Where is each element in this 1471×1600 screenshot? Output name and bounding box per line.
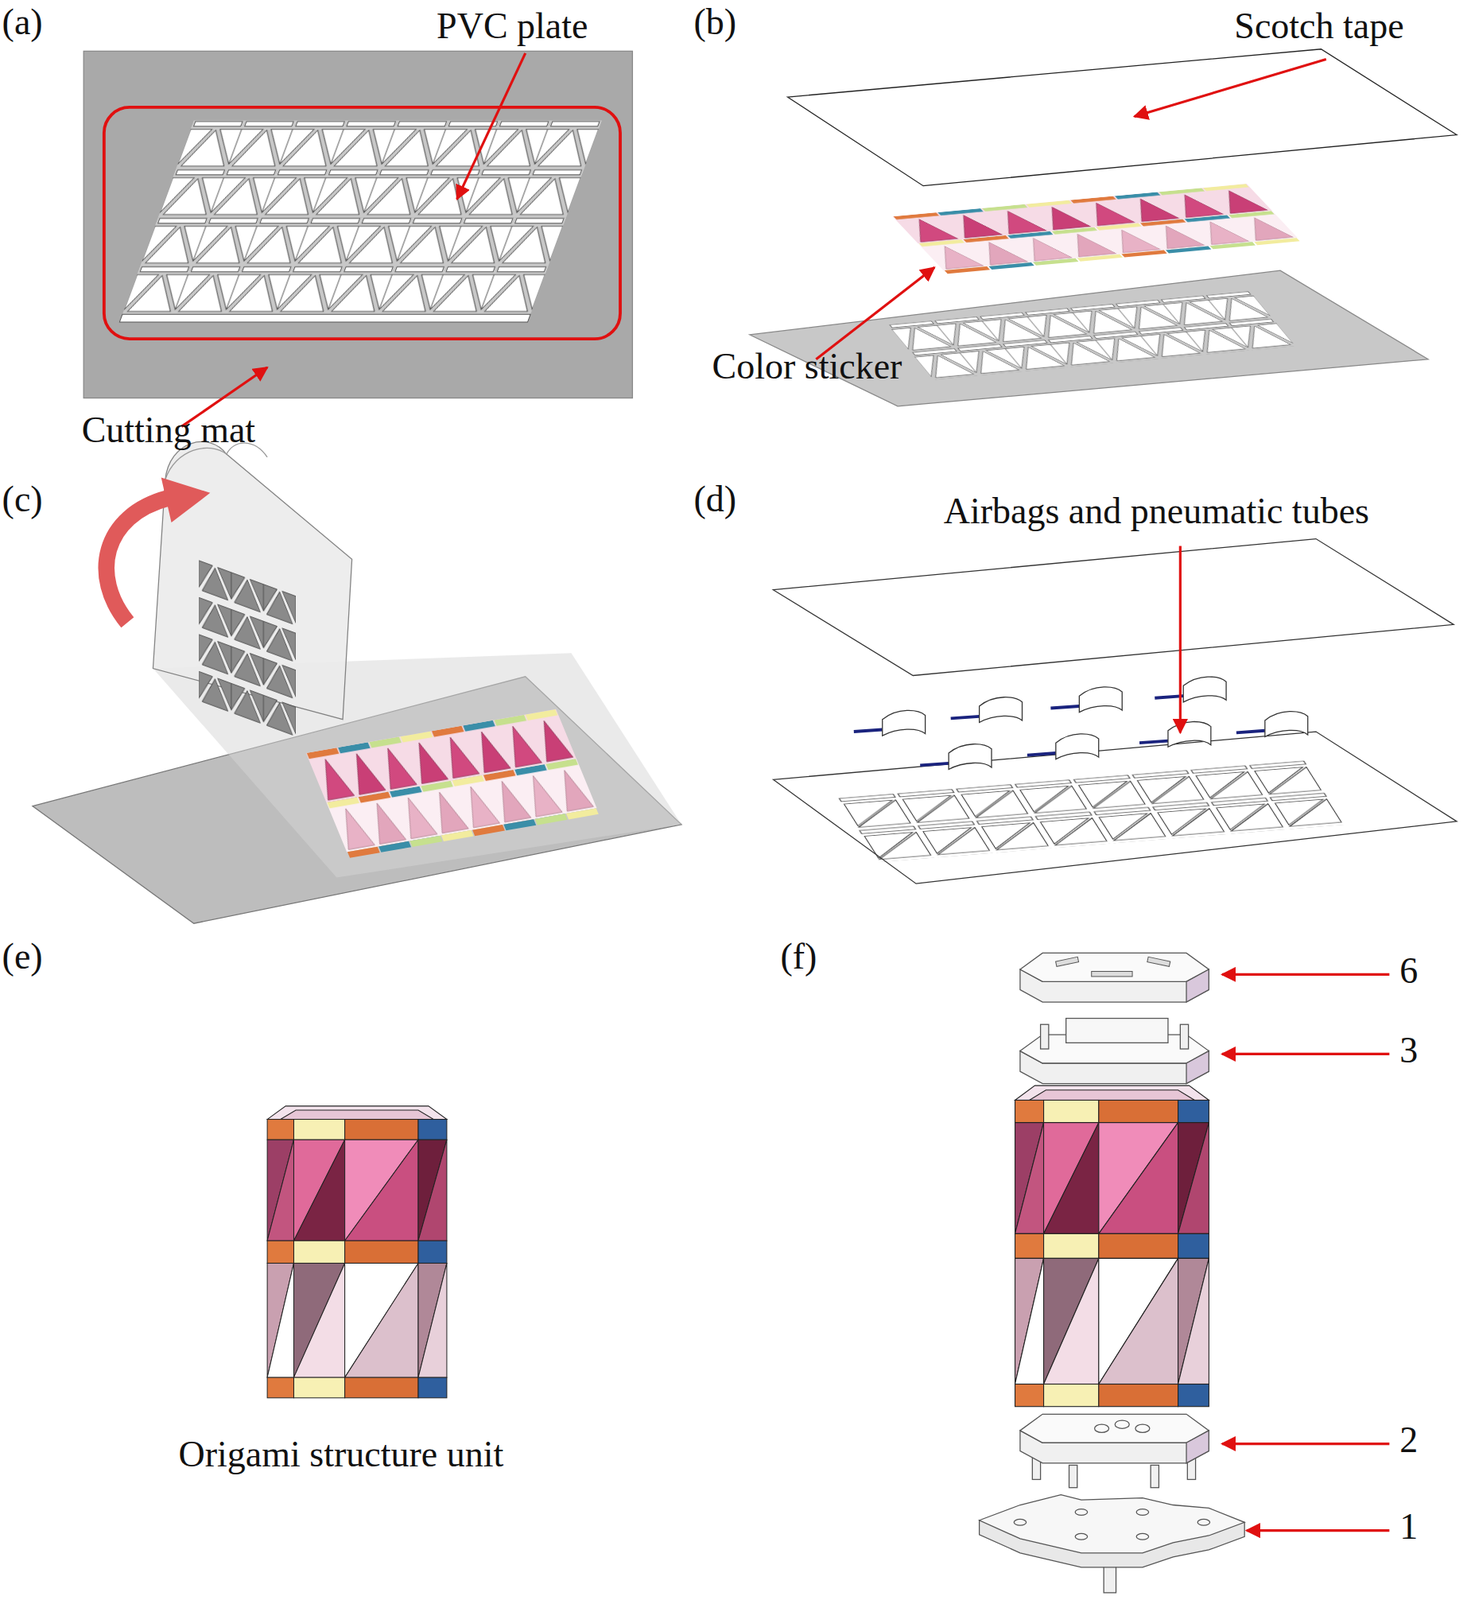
leader-arrow [457, 53, 526, 199]
caption-label: Origami structure unit [178, 1434, 505, 1475]
airbag-assembly [772, 539, 1457, 885]
peeling-step [106, 497, 169, 623]
exploded-module [1066, 1018, 1169, 1044]
part-label: Airbags and pneumatic tubes [943, 491, 1370, 532]
leader-arrow [815, 267, 935, 359]
panel-label: (e) [2, 936, 43, 978]
leader-arrow [1246, 1529, 1390, 1532]
airbag-assembly [1027, 733, 1099, 760]
airbag-assembly [1139, 721, 1211, 748]
pvc-plate [119, 314, 531, 323]
peeling-step [306, 709, 600, 858]
exploded-module [1091, 971, 1133, 977]
part-label: PVC plate [436, 6, 588, 47]
airbag-assembly [919, 744, 992, 770]
airbag-assembly [853, 710, 926, 736]
callout-number: 1 [1399, 1506, 1418, 1548]
leader-arrow [1222, 973, 1390, 976]
peeling-step [198, 555, 296, 740]
exploded-module [1197, 1518, 1210, 1526]
exploded-layers [892, 183, 1301, 274]
peeling-step [32, 441, 682, 924]
exploded-module [1015, 1085, 1210, 1407]
exploded-module [1020, 1413, 1209, 1464]
exploded-layers [887, 291, 1296, 381]
airbag-assembly [836, 760, 1347, 862]
airbag-assembly [772, 539, 1454, 676]
exploded-module [1069, 1464, 1078, 1487]
exploded-module [1136, 1533, 1149, 1540]
callout-number: 6 [1399, 950, 1418, 992]
panel-label: (d) [693, 479, 737, 521]
exploded-layers [892, 183, 1301, 274]
origami-cylinder [267, 1106, 447, 1398]
peeling-step [306, 709, 600, 858]
origami-cylinder [267, 1106, 447, 1398]
panel-label: (f) [780, 936, 817, 978]
exploded-layers [887, 291, 1296, 381]
exploded-module [1075, 1509, 1087, 1516]
exploded-module [1135, 1424, 1150, 1433]
airbag-assembly [836, 760, 1347, 862]
exploded-module [1020, 952, 1209, 1002]
exploded-module [1114, 1420, 1130, 1429]
airbag-assembly [1154, 676, 1227, 703]
peeling-step [161, 477, 211, 523]
peeling-step [198, 555, 296, 740]
highlight-frame [104, 107, 621, 339]
leader-arrow [1222, 1442, 1390, 1445]
leader-arrow [1179, 546, 1182, 734]
part-label: Cutting mat [81, 410, 257, 451]
exploded-module [1013, 1518, 1026, 1526]
panel-label: (a) [2, 2, 43, 43]
exploded-module [1075, 1533, 1087, 1540]
airbag-assembly [1236, 711, 1308, 738]
pvc-plate [158, 120, 602, 218]
callout-number: 3 [1399, 1030, 1418, 1072]
exploded-module [1040, 1024, 1049, 1049]
callout-number: 2 [1399, 1420, 1418, 1461]
pvc-plate [119, 120, 602, 323]
exploded-module [1179, 1024, 1188, 1049]
exploded-layers [787, 49, 1457, 187]
pvc-plate [122, 217, 567, 315]
exploded-module [1150, 1464, 1159, 1487]
airbag-assembly [1050, 686, 1122, 713]
exploded-module [1147, 956, 1171, 967]
exploded-module [979, 1494, 1246, 1553]
part-label: Scotch tape [1234, 6, 1404, 47]
leader-arrow [1134, 59, 1327, 117]
leader-arrow [1222, 1052, 1390, 1056]
exploded-module [1094, 1424, 1110, 1433]
panel-label: (c) [2, 479, 43, 521]
panel-label: (b) [693, 2, 737, 43]
part-label: Color sticker [711, 346, 902, 388]
cutting-mat [83, 50, 633, 398]
exploded-module [979, 952, 1246, 1592]
airbag-assembly [772, 731, 1457, 884]
exploded-module [1055, 956, 1079, 967]
airbag-assembly [950, 697, 1023, 723]
exploded-module [1136, 1509, 1149, 1516]
cutting-mat [83, 50, 633, 398]
